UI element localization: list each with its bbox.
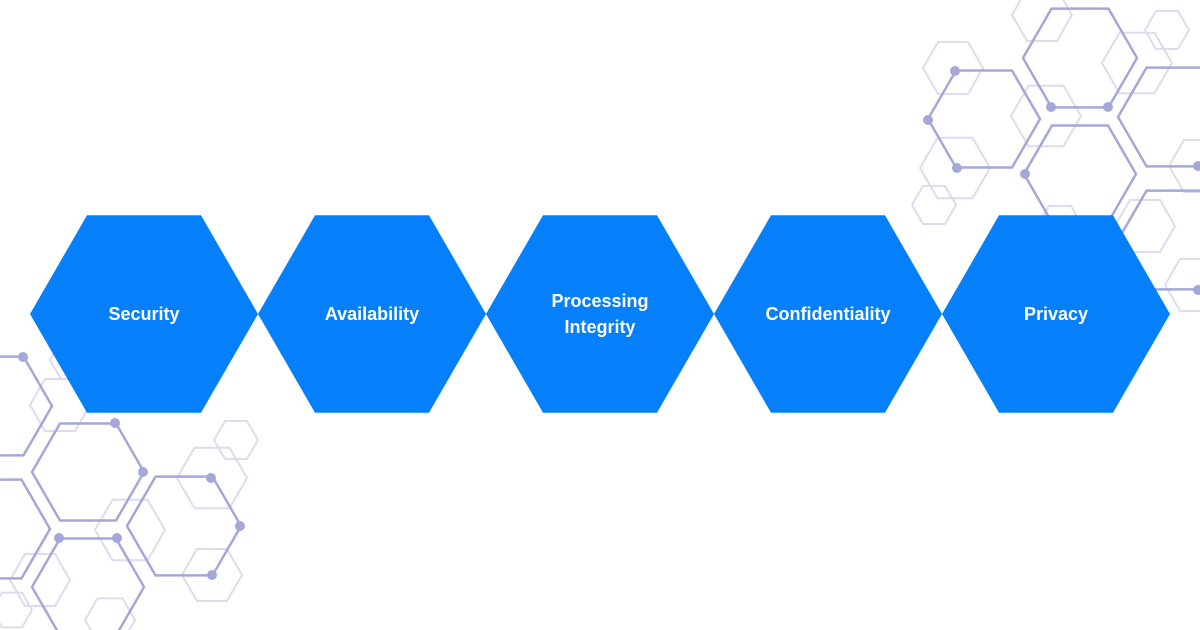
faint-hexagon [1009, 84, 1083, 148]
hexagon-processing-integrity [486, 215, 714, 413]
faint-hexagon [93, 498, 167, 562]
network-node-dot [1046, 102, 1056, 112]
network-node-dot [1020, 169, 1030, 179]
faint-hexagon [910, 184, 958, 226]
faint-hexagon [180, 548, 244, 602]
network-node-dot [206, 473, 216, 483]
faint-hexagon [175, 446, 249, 510]
faint-hexagon [1163, 258, 1200, 312]
hexagon-label-availability: Availability [324, 304, 420, 324]
faint-hexagon [1100, 31, 1174, 95]
faint-hexagon [1143, 9, 1191, 51]
hexagon-label-security: Security [108, 304, 180, 324]
network-hexagon [0, 355, 54, 457]
network-node-dot [952, 163, 962, 173]
faint-hexagon [83, 597, 137, 630]
network-node-dot [18, 352, 28, 362]
hexagon-label-confidentiality: Confidentiality [765, 304, 891, 324]
network-node-dot [923, 115, 933, 125]
network-hexagon [1116, 66, 1200, 168]
hexagon-availability [258, 215, 486, 413]
network-node-dot [950, 66, 960, 76]
network-node-dot [1193, 161, 1200, 171]
network-node-dot [1193, 285, 1200, 295]
network-node-dot [54, 533, 64, 543]
network-node-dot [112, 533, 122, 543]
network-hexagon [0, 478, 52, 580]
network-node-dot [235, 521, 245, 531]
faint-hexagon [921, 41, 985, 95]
faint-hexagon [1010, 0, 1074, 42]
hexagon-label-privacy: Privacy [1023, 304, 1089, 324]
network-node-dot [138, 467, 148, 477]
faint-hexagon [0, 591, 34, 629]
hexagon-security [30, 215, 258, 413]
hexagon-label-processing-integrity: Processing Integrity [551, 291, 649, 337]
network-node-dot [110, 418, 120, 428]
faint-hexagon [8, 553, 72, 607]
network-node-dot [207, 570, 217, 580]
faint-hexagon [1167, 139, 1200, 193]
hexagon-confidentiality [714, 215, 942, 413]
hexagon-privacy [942, 215, 1170, 413]
faint-hexagon [212, 419, 260, 461]
network-node-dot [1103, 102, 1113, 112]
